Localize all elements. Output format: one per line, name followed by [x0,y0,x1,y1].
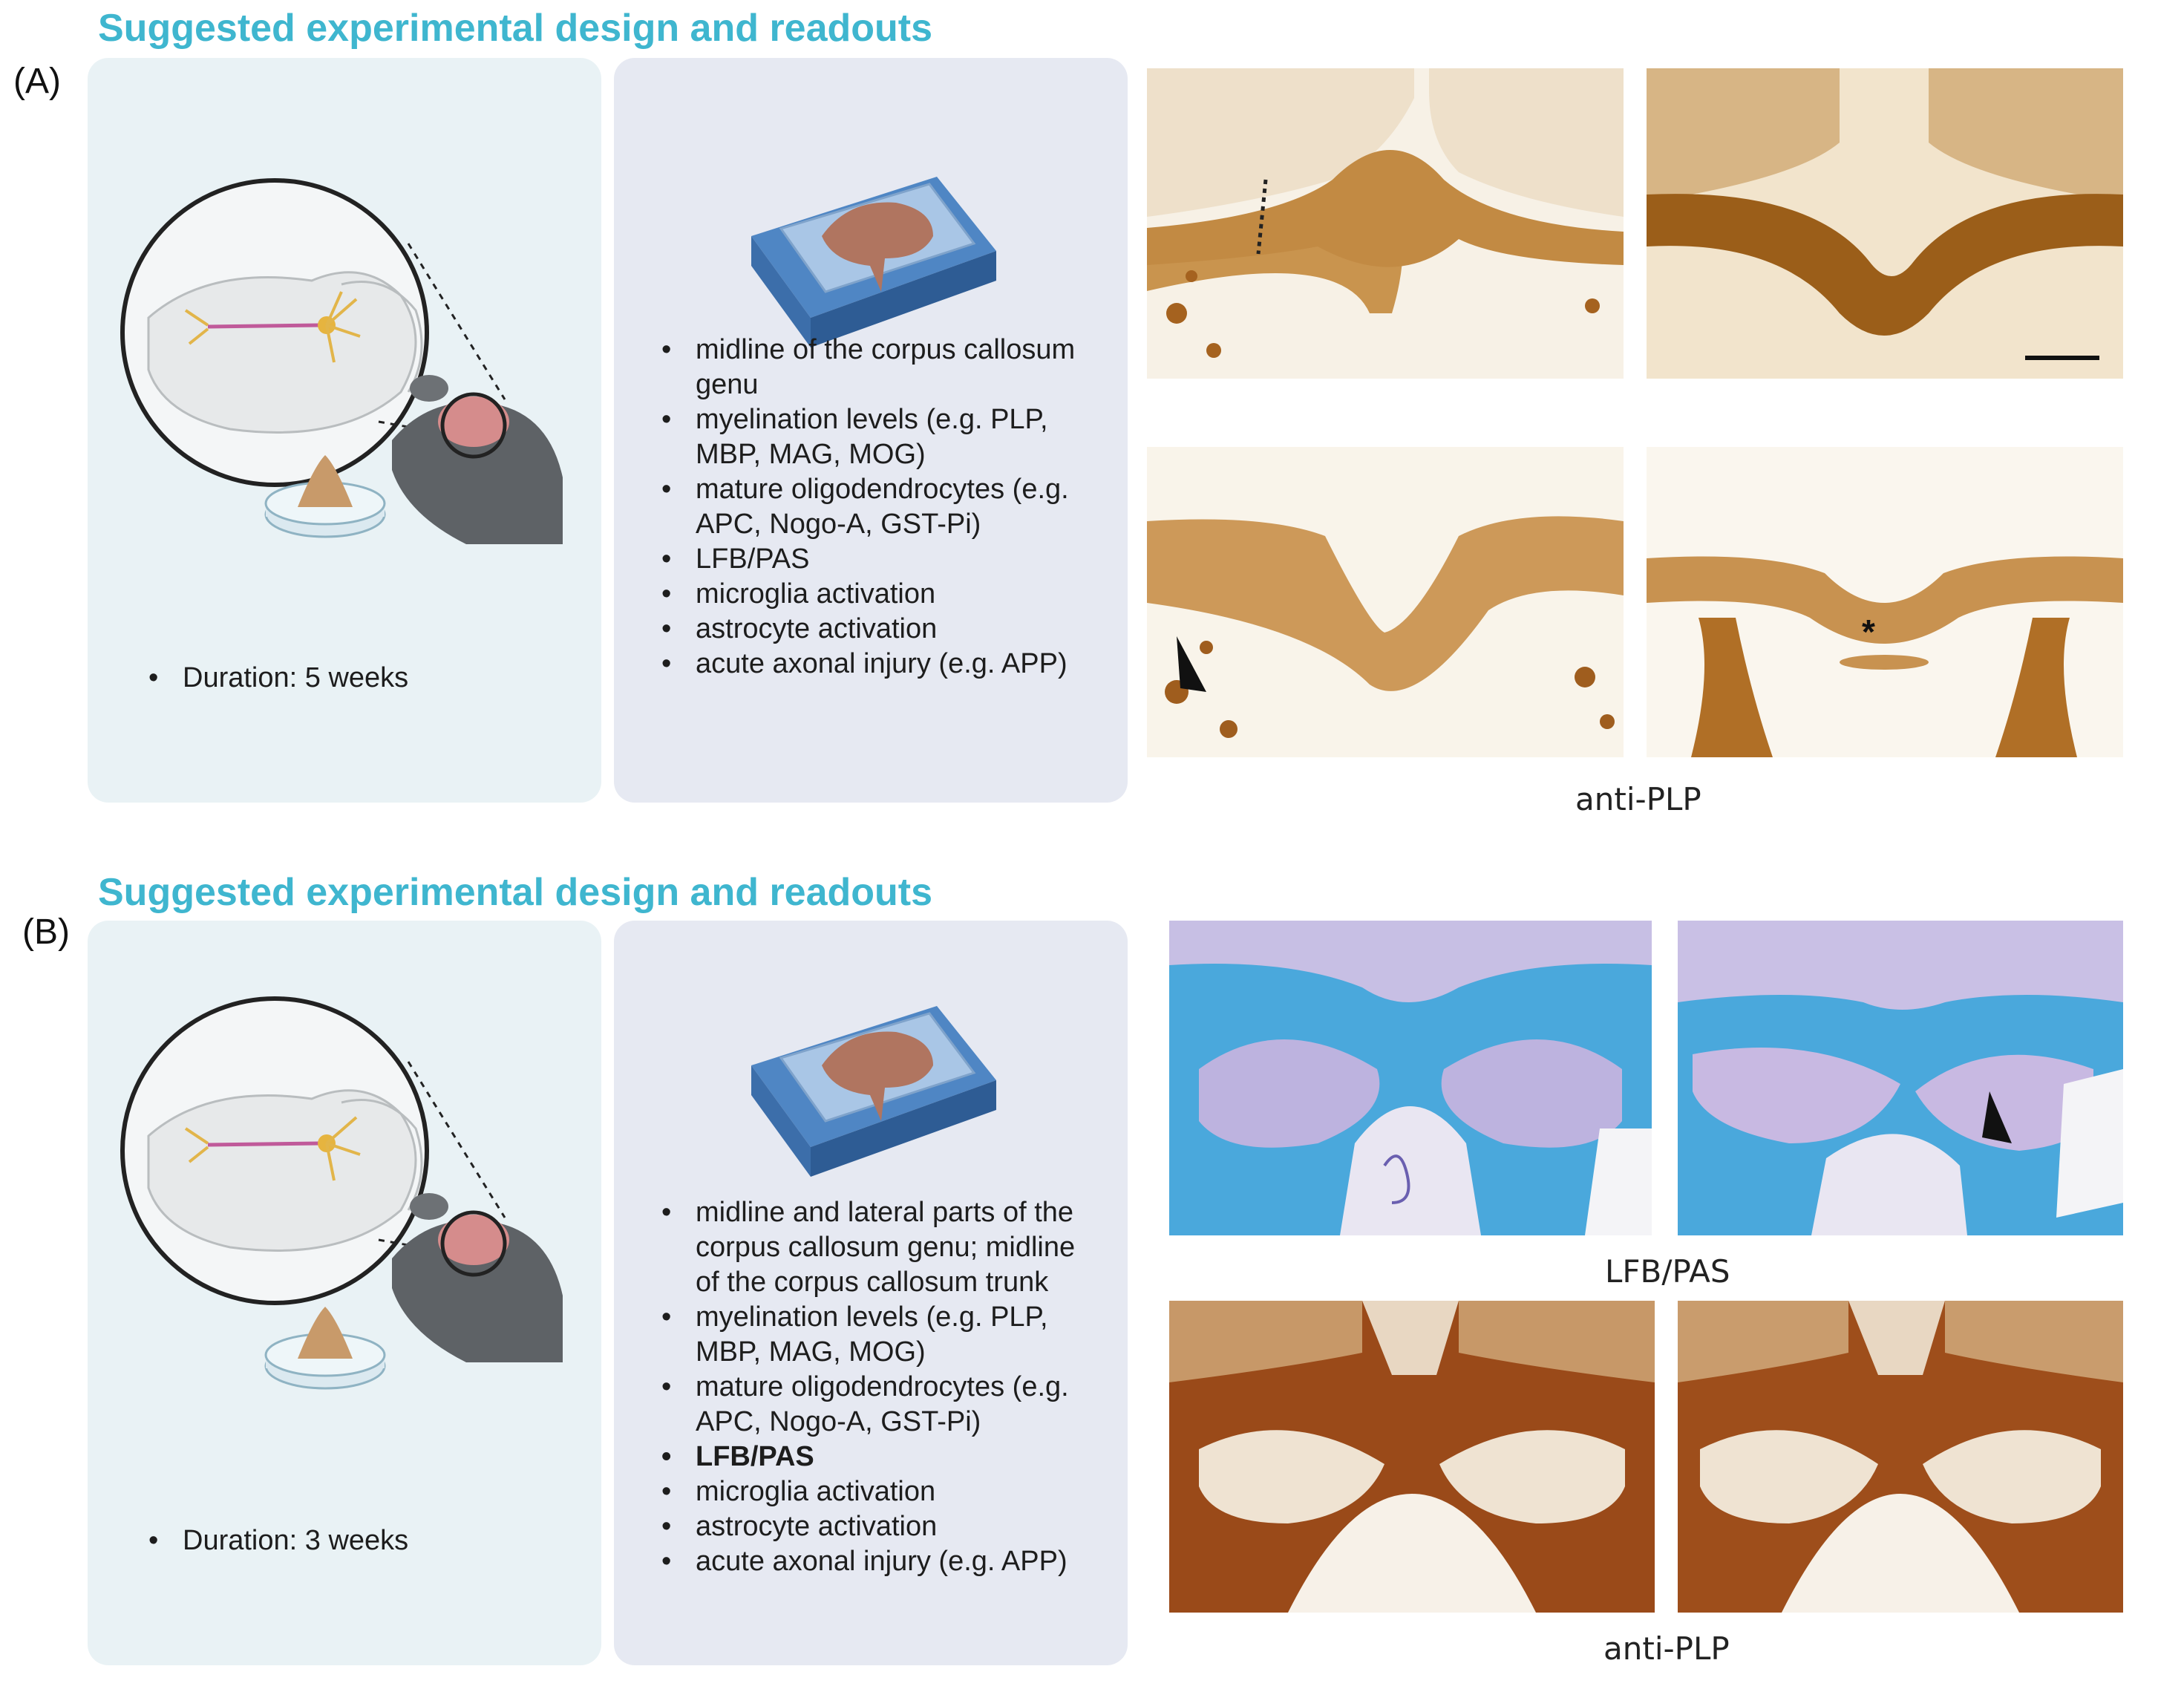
readout-item: astrocyte activation [660,612,1105,647]
mouse-icon [377,1169,570,1362]
panel-a-title: Suggested experimental design and readou… [98,7,933,50]
panel-a-readout-list: midline of the corpus callosum genu myel… [660,333,1105,682]
panel-b-title: Suggested experimental design and readou… [98,871,933,914]
readout-item: acute axonal injury (e.g. APP) [660,647,1105,682]
panel-b-readouts-card: midline and lateral parts of the corpus … [614,921,1128,1665]
panel-a-readouts-card: midline of the corpus callosum genu myel… [614,58,1128,803]
duration-text: Duration: 3 weeks [147,1525,408,1557]
panel-b-design-card: Duration: 3 weeks [88,921,601,1665]
readout-item: LFB/PAS [660,542,1105,577]
panel-a-label: (A) [13,62,61,101]
plp-micrograph-a2 [1647,68,2123,379]
panel-b-readout-list: midline and lateral parts of the corpus … [660,1195,1105,1579]
plp-micrograph-a3 [1147,447,1624,757]
tissue-slide-icon [736,954,1011,1192]
plp-micrograph-b1 [1169,1301,1655,1613]
readout-item: astrocyte activation [660,1509,1105,1544]
mouse-icon [377,351,570,544]
readout-item: midline and lateral parts of the corpus … [660,1195,1105,1300]
readout-item: midline of the corpus callosum genu [660,333,1105,402]
duration-text: Duration: 5 weeks [147,662,408,694]
readout-item: microglia activation [660,577,1105,612]
readout-item: acute axonal injury (e.g. APP) [660,1544,1105,1579]
panel-a-caption: anti-PLP [1575,781,1701,817]
asterisk-marker: * [1862,613,1875,651]
readout-item: myelination levels (e.g. PLP, MBP, MAG, … [660,1300,1105,1370]
readout-item: myelination levels (e.g. PLP, MBP, MAG, … [660,402,1105,472]
panel-b-plp-caption: anti-PLP [1603,1630,1730,1667]
readout-item: microglia activation [660,1474,1105,1509]
tissue-slide-icon [736,125,1011,362]
lfb-micrograph-b1 [1169,921,1652,1235]
panel-a-design-card: Duration: 5 weeks [88,58,601,803]
brain-magnifier-icon [119,995,594,1411]
plp-micrograph-a4: * [1647,447,2123,757]
arrowhead-icon [1177,636,1206,692]
brain-magnifier-icon [119,177,594,592]
readout-item: LFB/PAS [660,1440,1105,1474]
arrowhead-icon [1982,1091,2012,1143]
panel-b-lfb-caption: LFB/PAS [1605,1253,1730,1290]
lfb-micrograph-b2 [1678,921,2123,1235]
readout-item: mature oligodendrocytes (e.g. APC, Nogo-… [660,1370,1105,1440]
plp-micrograph-a1 [1147,68,1624,379]
panel-b-label: (B) [22,912,70,952]
petri-dish-icon [262,1296,388,1392]
readout-item: mature oligodendrocytes (e.g. APC, Nogo-… [660,472,1105,542]
plp-micrograph-b2 [1678,1301,2123,1613]
petri-dish-icon [262,444,388,540]
